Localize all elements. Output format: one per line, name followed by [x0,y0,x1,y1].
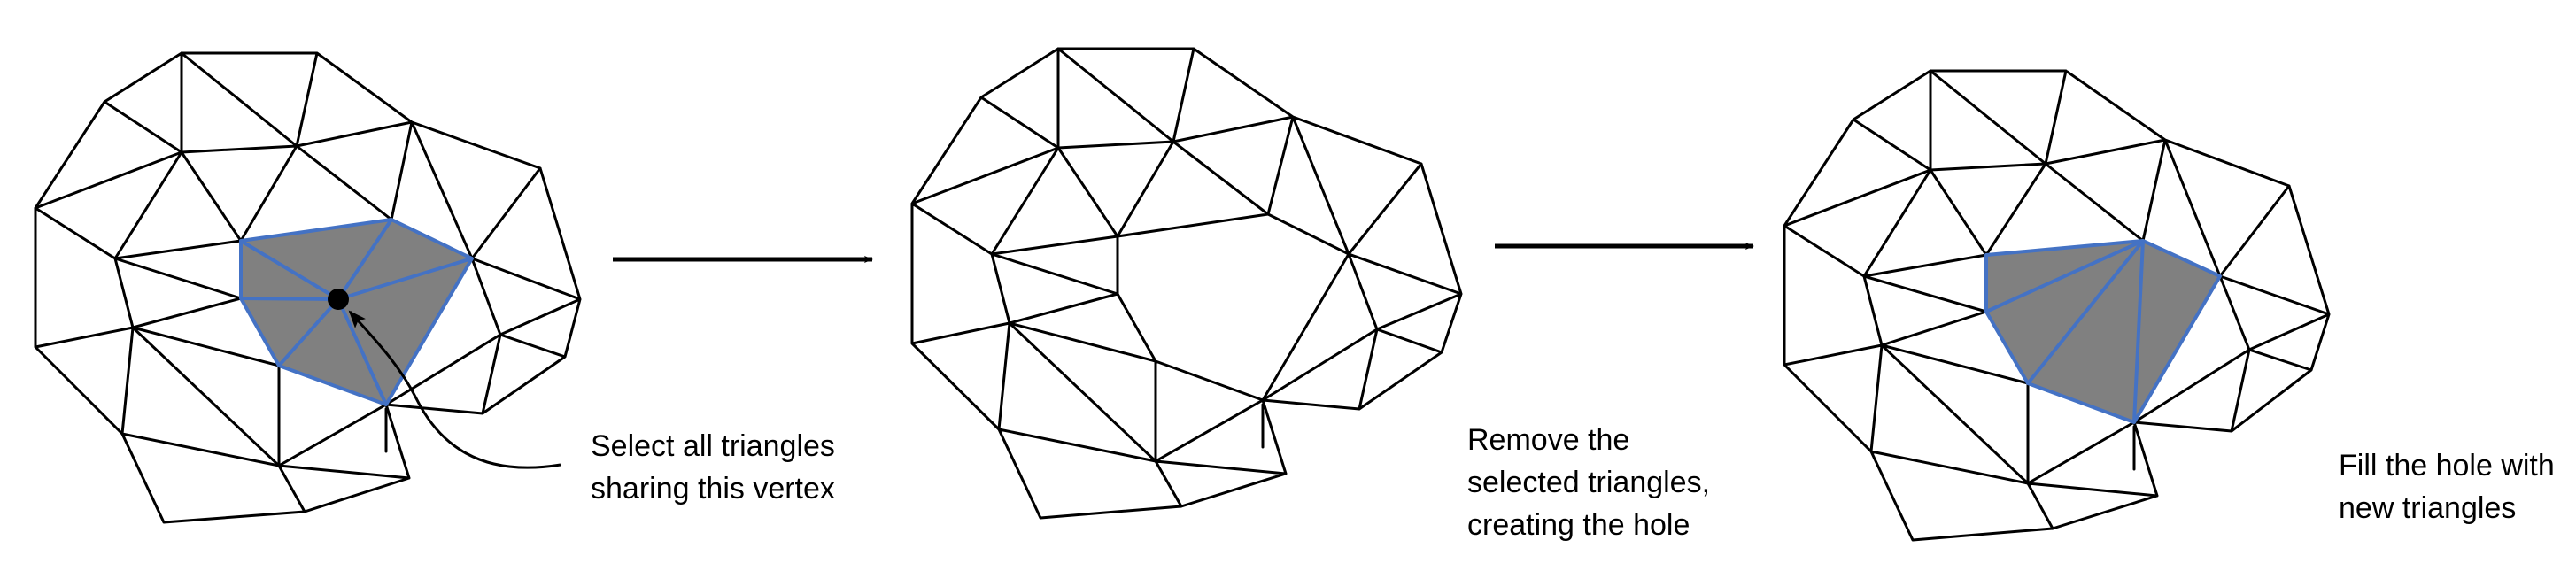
selected-region [241,220,472,405]
panel-mesh-with-hole: Remove the selected triangles, creating … [910,47,1719,542]
selected-spokes [239,218,473,405]
new-triangle-edges [1984,239,2222,424]
mesh-edges [1783,69,2331,542]
mesh-edges [910,47,1463,520]
vertex-pointer-arrow [348,310,561,469]
panel-original-mesh: Select all triangles sharing this vertex [34,51,843,524]
caption-panel3: Fill the hole with new triangles [2339,449,2563,525]
panel-filled-mesh: Fill the hole with new triangles [1783,69,2563,542]
selected-vertex-dot [328,289,349,310]
new-diagonals [1985,239,2145,423]
selected-triangles-fill [241,220,472,405]
caption-panel2: Remove the selected triangles, creating … [1467,423,1719,542]
caption-panel1: Select all triangles sharing this vertex [591,429,843,505]
selected-fan-edges [239,218,474,406]
new-triangles-fill [1986,241,2220,422]
mesh-edges [34,51,582,524]
